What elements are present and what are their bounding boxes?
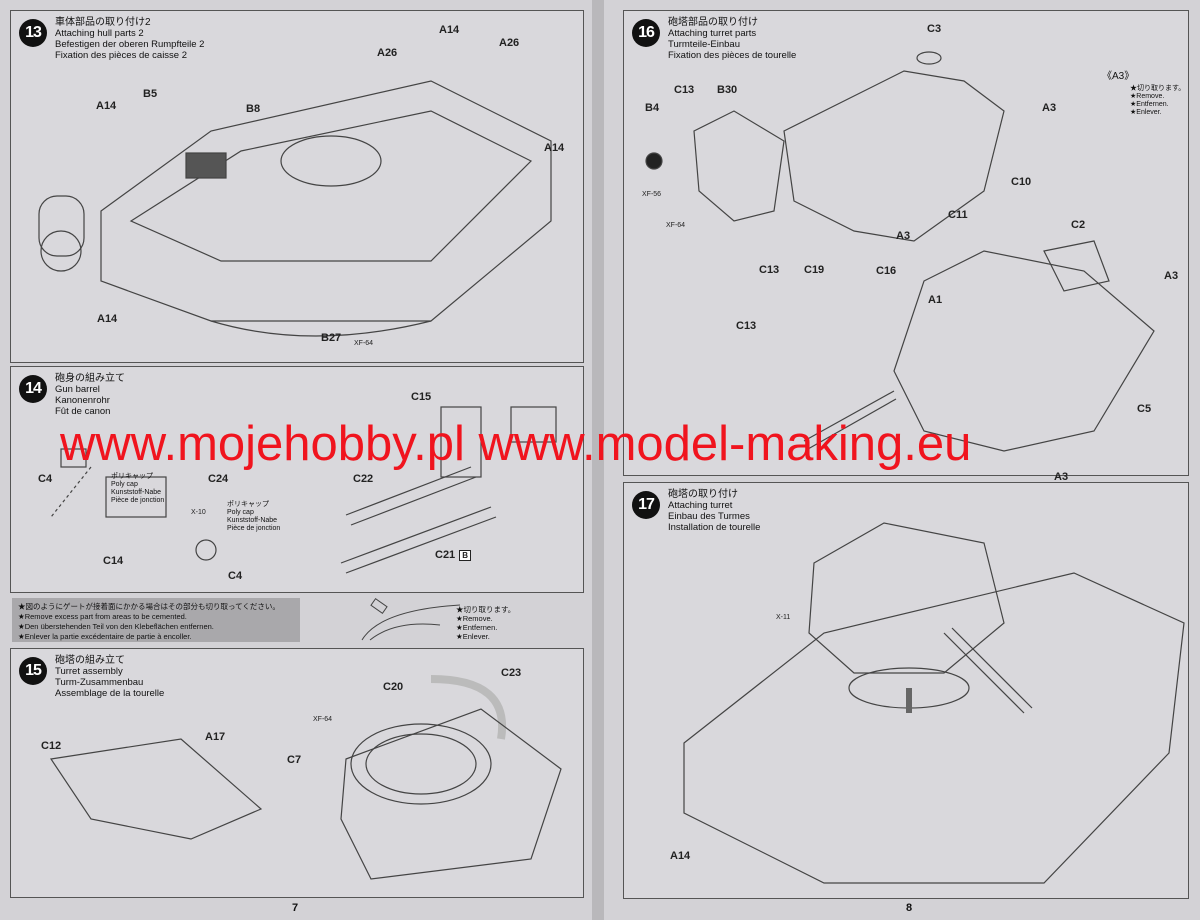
part-label: A14	[670, 850, 691, 862]
part-label: C10	[1011, 176, 1032, 188]
step-number: 17	[632, 491, 660, 519]
part-label: C24	[208, 473, 229, 485]
step-number: 16	[632, 19, 660, 47]
page-number: 7	[292, 902, 299, 914]
part-label: C12	[41, 740, 62, 752]
part-label: C13	[736, 320, 757, 332]
paint-code: X-10	[191, 509, 206, 516]
gun-barrel-drawing	[50, 406, 557, 574]
part-label: A3	[1164, 270, 1179, 282]
part-label: C11	[948, 209, 968, 221]
paint-code: XF-64	[313, 716, 333, 723]
part-label: A3	[1042, 102, 1057, 114]
part-label: A14	[96, 100, 117, 112]
remove-note: ★切り取ります。★Remove.★Entfernen.★Enlever.	[456, 605, 516, 641]
part-label: A14	[544, 142, 565, 154]
part-label: C5	[1137, 403, 1152, 415]
part-label: C3	[927, 23, 942, 35]
paint-code: XF-56	[642, 191, 662, 198]
part-label: A26	[499, 37, 520, 49]
part-label: C7	[287, 754, 302, 766]
part-label: C4	[38, 473, 53, 485]
step-number: 14	[19, 375, 47, 403]
part-label: B30	[717, 84, 738, 96]
part-label: C16	[876, 265, 897, 277]
part-label: C22	[353, 473, 374, 485]
part-label: C23	[501, 667, 522, 679]
part-label: B8	[246, 103, 261, 115]
part-label: A3	[1054, 471, 1069, 483]
watermark: www.mojehobby.pl www.model-making.eu	[60, 417, 972, 471]
part-label: B4	[645, 102, 660, 114]
part-label: C13	[674, 84, 695, 96]
a3-detail: 《A3》 ★切り取ります。 ★Remove. ★Entfernen. ★Enle…	[1102, 71, 1186, 117]
paint-code: XF-64	[354, 340, 374, 347]
part-label: C2	[1071, 219, 1086, 231]
part-label: A17	[205, 731, 226, 743]
part-label: C19	[804, 264, 825, 276]
part-label: A26	[377, 47, 398, 59]
part-label: C15	[411, 391, 432, 403]
turret-assembly-drawing	[49, 675, 562, 880]
step-number: 15	[19, 657, 47, 685]
runner-badge: B	[459, 550, 471, 561]
part-label: C4	[228, 570, 243, 582]
cement-note: ★図のようにゲートが接着面にかかる場合はその部分も切り取ってください。 ★Rem…	[12, 598, 300, 642]
hull-drawing	[38, 80, 552, 337]
paint-code: X-11	[776, 614, 791, 621]
tank-drawing	[683, 522, 1185, 884]
part-label: A14	[97, 313, 118, 325]
part-label: B27	[321, 332, 342, 344]
step-number: 13	[19, 19, 47, 47]
part-label: C14	[103, 555, 124, 567]
part-label: C13	[759, 264, 780, 276]
part-label: A3	[896, 230, 911, 242]
part-label: B5	[143, 88, 158, 100]
part-label: A14	[439, 24, 460, 36]
page-number: 8	[906, 902, 913, 914]
part-label: A1	[928, 294, 943, 306]
part-label: C20	[383, 681, 404, 693]
paint-code: XF-64	[666, 222, 686, 229]
turret-parts-drawing	[645, 51, 1155, 452]
